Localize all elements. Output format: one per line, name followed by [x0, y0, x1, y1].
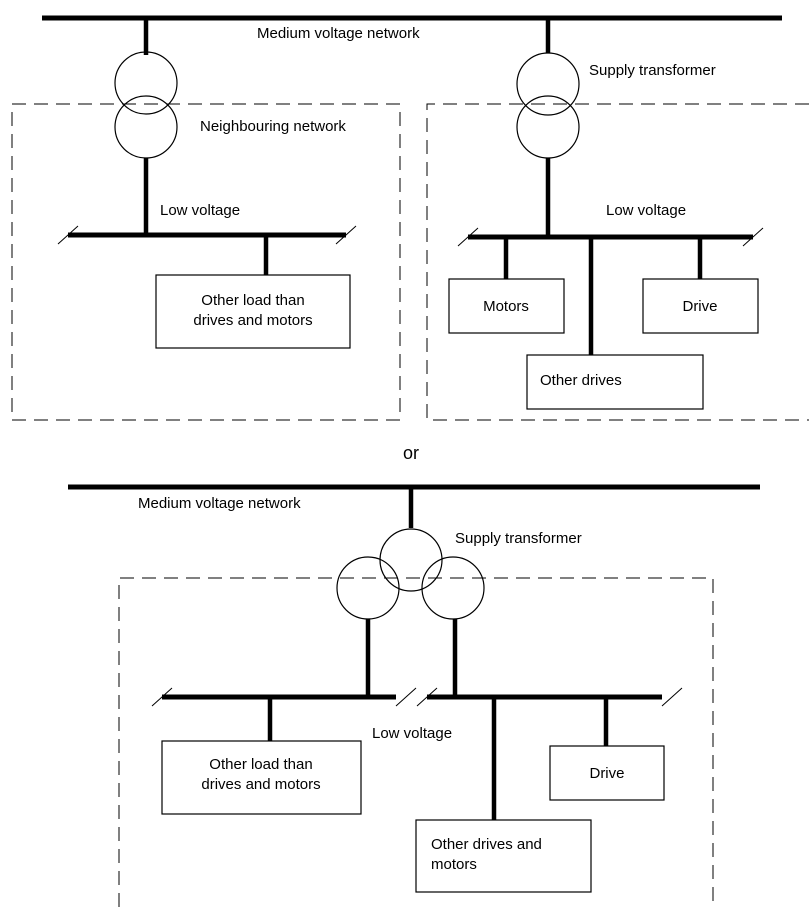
right-bus-break-marker-right [742, 227, 764, 247]
other-drives-box [526, 354, 704, 410]
motors-box [448, 278, 565, 334]
bottom-other-load-line2: drives and motors [201, 776, 320, 793]
left-transformer-primary-winding [114, 51, 178, 115]
neighbouring-network-boundary [11, 103, 401, 421]
bottom-supply-transformer-label: Supply transformer [455, 530, 582, 547]
left-bus-break-marker-right [335, 225, 357, 245]
bottom-diagram: Medium voltage network Supply transforme… [68, 484, 760, 907]
bottom-other-drives-line1: Other drives and [431, 836, 542, 853]
bottom-drive-box [549, 745, 665, 801]
bottom-other-load-line1: Other load than [209, 756, 312, 773]
left-transformer-secondary-winding [114, 95, 178, 159]
top-supply-transformer-label: Supply transformer [589, 62, 716, 79]
bottom-drive-label: Drive [589, 765, 624, 782]
left-lv-label: Low voltage [160, 202, 240, 219]
bottom-right-bus-marker-left [416, 687, 438, 707]
bottom-left-bus-marker-right [395, 687, 417, 707]
bottom-other-drives-line2: motors [431, 856, 477, 873]
right-lv-label: Low voltage [606, 202, 686, 219]
bottom-boundary [118, 577, 714, 907]
supply-network-boundary [426, 103, 809, 421]
or-separator: or [403, 443, 419, 463]
bottom-right-bus-marker-right [661, 687, 683, 707]
right-transformer-primary-winding [516, 52, 580, 116]
right-transformer-secondary-winding [516, 95, 580, 159]
top-mv-label: Medium voltage network [257, 25, 420, 42]
bottom-transformer-left-winding [336, 556, 400, 620]
other-load-line2: drives and motors [193, 312, 312, 329]
right-bus-break-marker-left [457, 227, 479, 247]
motors-label: Motors [483, 298, 529, 315]
neighbouring-network-label: Neighbouring network [200, 118, 346, 135]
left-bus-break-marker-left [57, 225, 79, 245]
bottom-other-load-box [161, 740, 362, 815]
top-diagram: Medium voltage network Neighbouring netw… [11, 15, 809, 421]
bottom-mv-label: Medium voltage network [138, 495, 301, 512]
other-load-box [155, 274, 351, 349]
bottom-transformer-primary-winding [379, 528, 443, 592]
bottom-lv-label: Low voltage [372, 725, 452, 742]
other-drives-label: Other drives [540, 372, 622, 389]
drive-label: Drive [682, 298, 717, 315]
drive-box [642, 278, 759, 334]
bottom-other-drives-box [415, 819, 592, 893]
other-load-line1: Other load than [201, 292, 304, 309]
bottom-transformer-right-winding [421, 556, 485, 620]
bottom-left-bus-marker-left [151, 687, 173, 707]
